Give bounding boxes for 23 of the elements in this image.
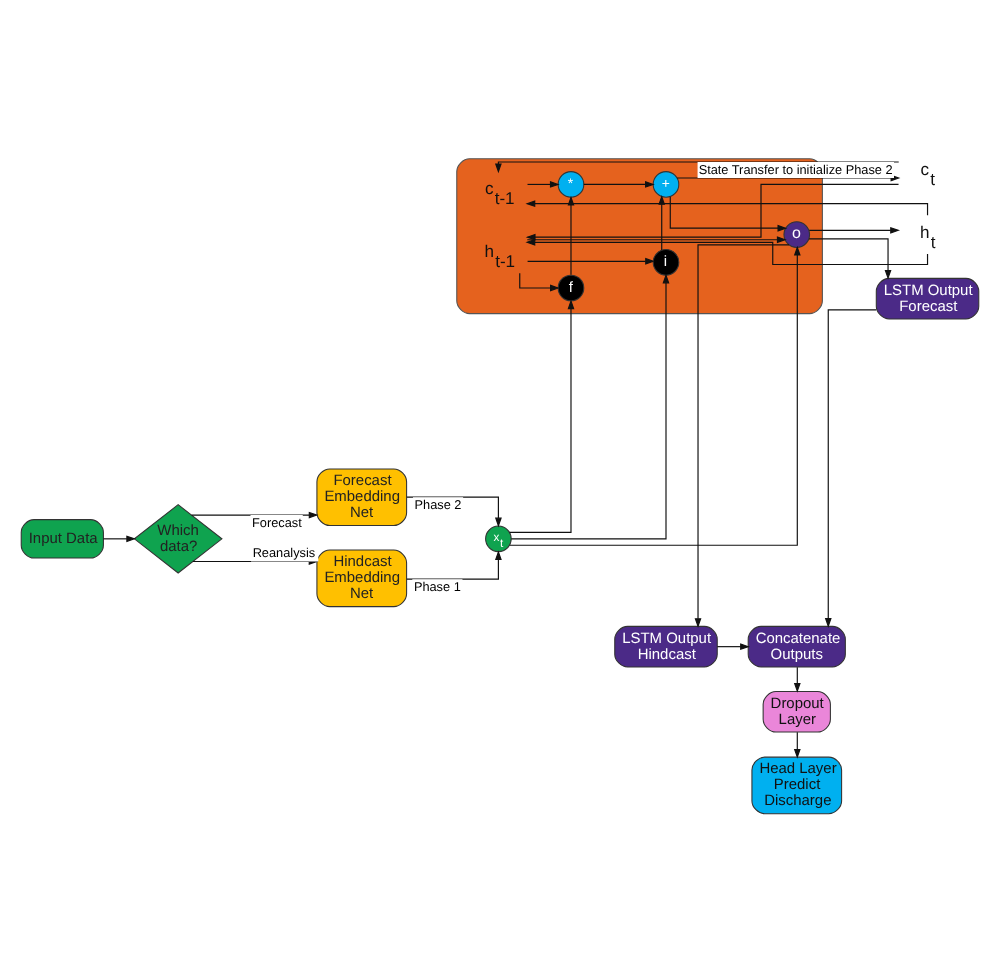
arrow bbox=[191, 510, 319, 518]
arrow bbox=[669, 195, 788, 231]
arrow bbox=[527, 256, 655, 264]
arrow bbox=[525, 182, 900, 240]
arrow bbox=[583, 180, 655, 187]
arrow bbox=[694, 243, 790, 627]
arrow bbox=[567, 194, 575, 275]
arrow bbox=[808, 237, 892, 279]
arrow bbox=[519, 271, 560, 291]
arrow bbox=[526, 180, 560, 187]
arrow bbox=[824, 308, 877, 627]
arrow bbox=[406, 549, 502, 579]
arrow bbox=[525, 237, 929, 265]
arrow bbox=[658, 194, 666, 250]
arrow bbox=[509, 298, 575, 533]
arrow bbox=[509, 244, 801, 545]
arrow bbox=[510, 272, 670, 539]
arrow bbox=[808, 225, 900, 233]
arrow bbox=[102, 534, 137, 542]
arrow bbox=[525, 199, 929, 215]
arrow bbox=[526, 235, 787, 243]
arrow bbox=[494, 160, 900, 173]
arrow bbox=[716, 642, 750, 650]
